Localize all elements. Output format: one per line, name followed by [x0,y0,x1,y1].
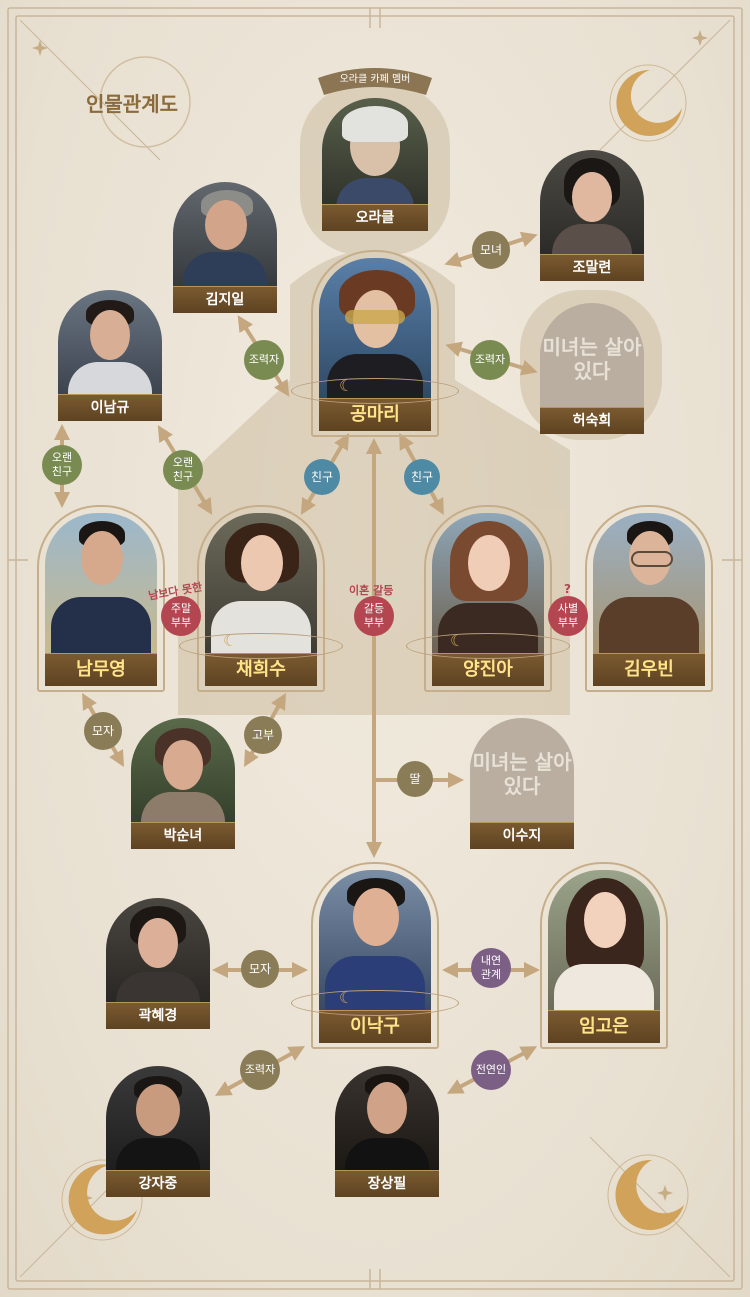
title-emblem [99,56,191,148]
page-title: 인물관계도 [86,92,178,116]
character-card-gwakhyegyeong[interactable]: 곽혜경 [106,898,210,1029]
card-frame [311,862,439,1049]
relation-note-ihon: 이혼 갈등 [349,584,394,597]
name-inamgyu: 이남규 [58,394,162,421]
character-card-baksunnyeo[interactable]: 박순녀 [131,718,235,849]
relation-badge-joryeokja-kang: 조력자 [240,1050,280,1090]
name-imgoeun: 임고은 [548,1010,660,1043]
name-jangsangpil: 장상필 [335,1170,439,1197]
name-isuji: 이수지 [470,822,574,849]
name-jomalryeon: 조말련 [540,254,644,281]
relation-badge-sabyeol: 사별 부부 [548,596,588,636]
name-kimubin: 김우빈 [593,653,705,686]
orbit-ring [291,378,459,404]
relation-badge-galdeung: 갈등 부부 [354,596,394,636]
portrait-gangjajung [106,1066,210,1170]
portrait-imgoeun [548,870,660,1010]
relation-badge-jumal: 주말 부부 [161,596,201,636]
name-oracle: 오라클 [322,204,428,231]
card-frame [540,862,668,1049]
portrait-jangsangpil [335,1066,439,1170]
character-card-yangjina[interactable]: 양진아 ☾ [406,505,570,692]
name-nammuyeong: 남무영 [45,653,157,686]
card-frame [197,505,325,692]
relation-badge-chingu-2: 친구 [404,459,440,495]
character-card-kimjiil[interactable]: 김지일 [173,182,277,313]
group-label: 오라클 카페 멤버 [339,74,411,85]
relation-badge-moja-2: 모자 [241,950,279,988]
portrait-gwakhyegyeong [106,898,210,1002]
relation-badge-gobu: 고부 [244,716,282,754]
character-card-chaehuisu[interactable]: 채희수 ☾ [179,505,343,692]
character-card-gangjajung[interactable]: 강자중 [106,1066,210,1197]
relation-badge-monyeo: 모녀 [472,231,510,269]
relation-badge-joryeokja-heo: 조력자 [470,340,510,380]
character-card-nammuyeong[interactable]: 남무영 [37,505,165,692]
portrait-nammuyeong [45,513,157,653]
portrait-oracle [322,98,428,204]
crescent-icon: ☾ [450,631,465,650]
character-card-inamgyu[interactable]: 이남규 [58,290,162,421]
name-gangjajung: 강자중 [106,1170,210,1197]
character-card-gongmari[interactable]: 공마리 ☾ [291,250,459,437]
orbit-ring [179,633,343,659]
crescent-icon: ☾ [339,988,354,1007]
portrait-kimjiil [173,182,277,286]
name-baksunnyeo: 박순녀 [131,822,235,849]
placeholder-logo-text: 미녀는 살아있다 [542,335,642,383]
portrait-inakgu [319,870,431,1010]
relation-badge-joryeokja-kim: 조력자 [244,340,284,380]
portrait-placeholder-isuji: 미녀는 살아있다 [470,718,574,822]
name-gwakhyegyeong: 곽혜경 [106,1002,210,1029]
crescent-moon-ornaments [61,64,689,1241]
card-frame [585,505,713,692]
crescent-icon: ☾ [223,631,238,650]
relation-badge-oraen-2: 오랜 친구 [163,450,203,490]
portrait-jomalryeon [540,150,644,254]
placeholder-logo-text: 미녀는 살아있다 [472,750,572,798]
relation-badge-moja-1: 모자 [84,712,122,750]
character-card-isuji[interactable]: 미녀는 살아있다 이수지 [470,718,574,849]
relation-badge-chingu-1: 친구 [304,459,340,495]
portrait-kimubin [593,513,705,653]
character-card-oracle[interactable]: 오라클 [322,98,428,231]
card-frame [424,505,552,692]
relation-note-question: ? [564,582,571,596]
card-frame [37,505,165,692]
crescent-icon: ☾ [339,376,354,395]
character-card-jomalryeon[interactable]: 조말련 [540,150,644,281]
character-card-imgoeun[interactable]: 임고은 [540,862,668,1049]
character-card-heosukhui[interactable]: 미녀는 살아있다 허숙희 [540,303,644,434]
group-label-banner [318,68,432,95]
name-heosukhui: 허숙희 [540,407,644,434]
portrait-placeholder-heosukhui: 미녀는 살아있다 [540,303,644,407]
orbit-ring [291,990,459,1016]
character-card-kimubin[interactable]: 김우빈 [585,505,713,692]
relation-badge-oraen-1: 오랜 친구 [42,445,82,485]
orbit-ring [406,633,570,659]
portrait-chaehuisu [205,513,317,653]
character-card-jangsangpil[interactable]: 장상필 [335,1066,439,1197]
portrait-baksunnyeo [131,718,235,822]
name-kimjiil: 김지일 [173,286,277,313]
character-card-inakgu[interactable]: 이낙구 ☾ [291,862,459,1049]
relation-badge-jeonyeonin: 전연인 [471,1050,511,1090]
portrait-inamgyu [58,290,162,394]
portrait-yangjina [432,513,544,653]
portrait-gongmari [319,258,431,398]
relation-badge-naeyeon: 내연 관계 [471,948,511,988]
relation-badge-ttal: 딸 [397,761,433,797]
card-frame [311,250,439,437]
